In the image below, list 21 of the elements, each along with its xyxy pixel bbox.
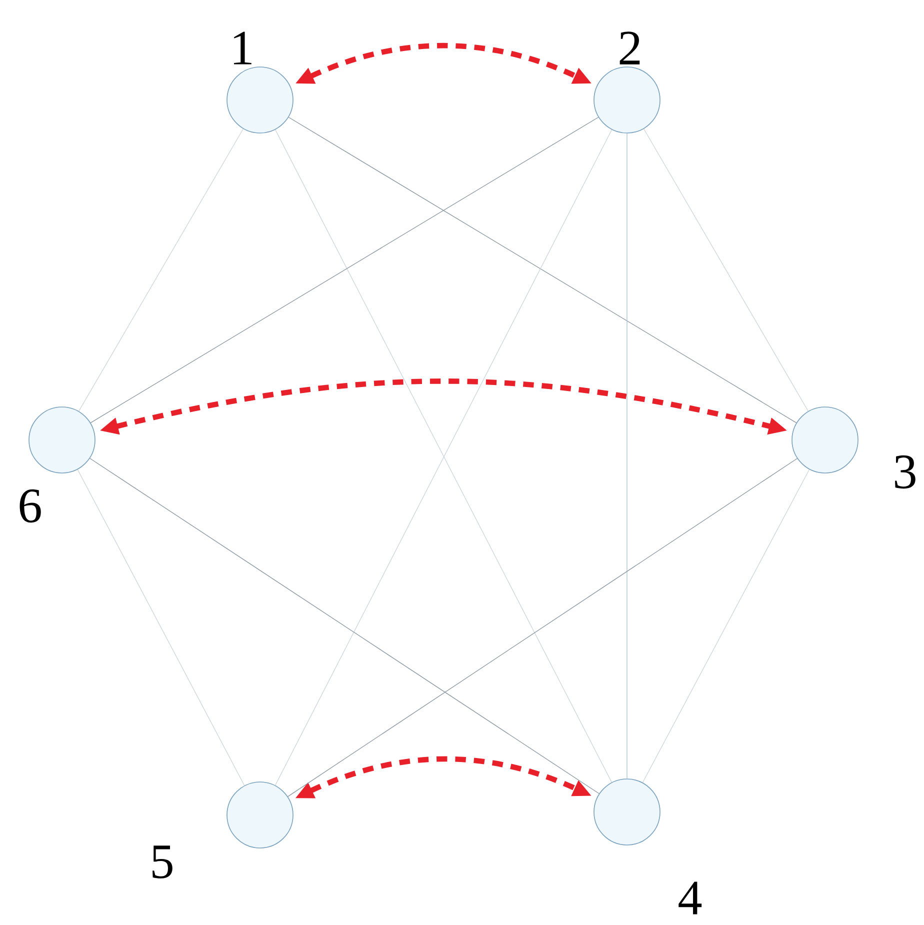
node-number: 3 bbox=[895, 455, 916, 489]
node-circle bbox=[792, 406, 858, 474]
connector-line bbox=[642, 469, 810, 783]
node-circle bbox=[28, 406, 96, 474]
node-circle bbox=[594, 778, 660, 846]
node-number: 4 bbox=[678, 882, 702, 914]
node-number: 1 bbox=[234, 32, 252, 64]
connector-line bbox=[90, 458, 600, 794]
node-circle bbox=[226, 782, 294, 848]
connector-line bbox=[77, 469, 245, 786]
connector-line bbox=[626, 133, 628, 779]
connector-line bbox=[643, 128, 809, 412]
node-circle bbox=[226, 66, 294, 134]
node-number: 2 bbox=[620, 32, 640, 64]
node-number: 6 bbox=[20, 489, 41, 523]
connector-line bbox=[90, 116, 599, 424]
connector-line bbox=[288, 458, 798, 797]
node-number: 5 bbox=[152, 846, 172, 878]
node-circle bbox=[594, 66, 660, 134]
connector-line bbox=[288, 116, 797, 424]
connector-line bbox=[78, 128, 244, 412]
